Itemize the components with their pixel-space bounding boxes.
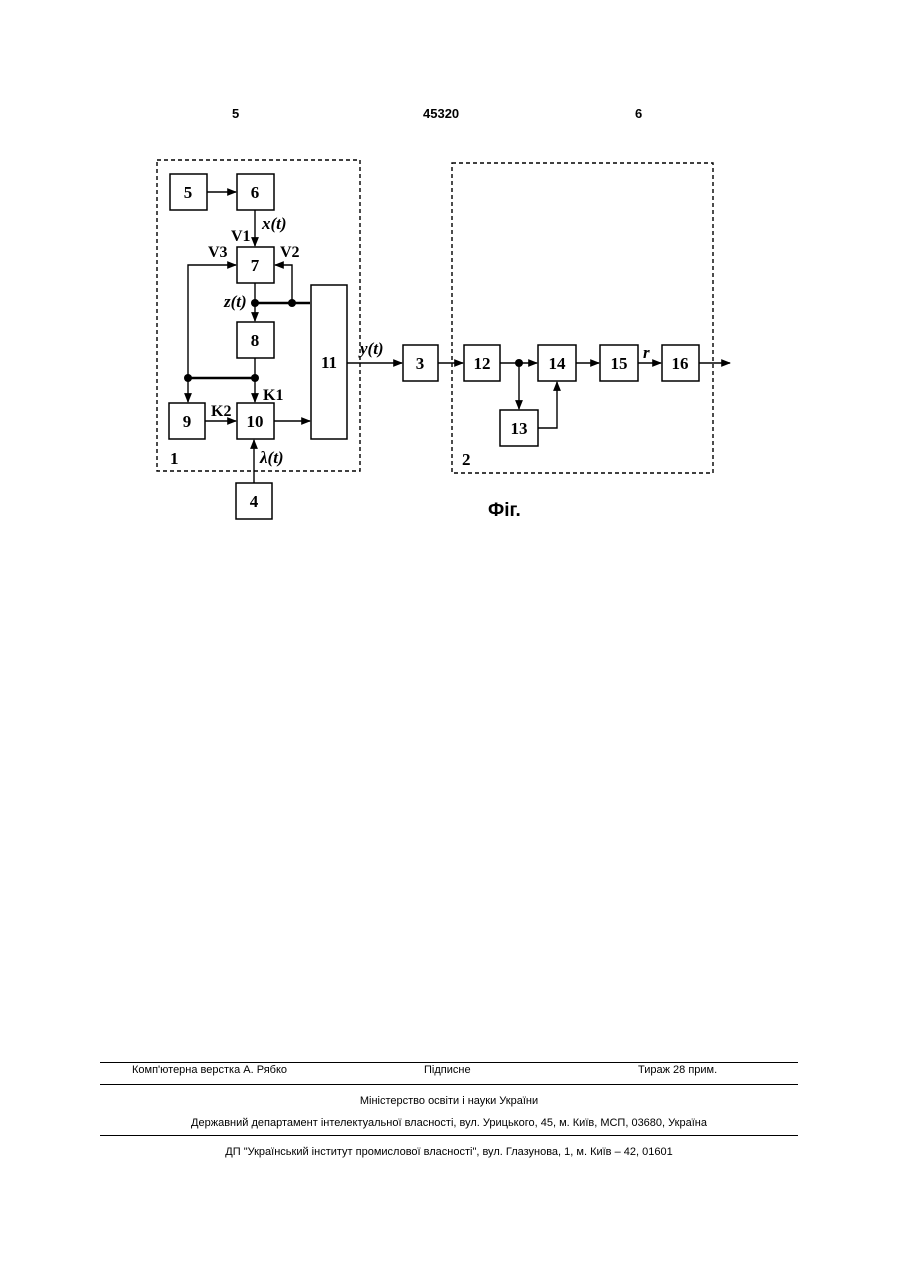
block-13-label: 13: [511, 419, 528, 438]
block-12-label: 12: [474, 354, 491, 373]
wire-v2-feedback: [275, 265, 292, 303]
footer-institute: ДП "Український інститут промислової вла…: [100, 1146, 798, 1158]
block-3-label: 3: [416, 354, 425, 373]
block-14-label: 14: [549, 354, 567, 373]
block-16: 16: [662, 345, 699, 381]
block-11-label: 11: [321, 353, 337, 372]
footer-rule-bottom: [100, 1135, 798, 1136]
block-9: 9: [169, 403, 205, 439]
signal-r-label: r: [643, 343, 650, 362]
footer-layout-credit: Комп'ютерна верстка А. Рябко: [132, 1064, 287, 1076]
footer-ministry: Міністерство освіти і науки України: [100, 1095, 798, 1107]
footer-department: Державний департамент інтелектуальної вл…: [100, 1117, 798, 1129]
block-6: 6: [237, 174, 274, 210]
block-15: 15: [600, 345, 638, 381]
port-v1-label: V1: [231, 228, 251, 245]
block-13: 13: [500, 410, 538, 446]
junction-v3: [184, 374, 192, 382]
footer-rule-top: [100, 1062, 798, 1063]
signal-lambda-label: λ(t): [259, 448, 284, 467]
signal-y-label: y(t): [358, 339, 384, 358]
port-k1-label: K1: [263, 387, 283, 404]
wire-v3-feedback: [188, 265, 236, 378]
signal-z-label: z(t): [223, 292, 247, 311]
block-10-label: 10: [247, 412, 264, 431]
block-8-label: 8: [251, 331, 260, 350]
block-7: 7: [237, 247, 274, 283]
junction-k1: [251, 374, 259, 382]
port-v2-label: V2: [280, 244, 300, 261]
footer-signed: Підписне: [424, 1064, 471, 1076]
group-2-frame: [452, 163, 713, 473]
block-4: 4: [236, 483, 272, 519]
footer-circulation: Тираж 28 прим.: [638, 1064, 717, 1076]
footer-rule-middle: [100, 1084, 798, 1085]
block-9-label: 9: [183, 412, 192, 431]
junction-v2: [288, 299, 296, 307]
port-v3-label: V3: [208, 244, 228, 261]
block-diagram: 5 6 7 8 9 10 11 4 3 12 13 14 15 16 1 2: [0, 0, 900, 560]
block-11: 11: [311, 285, 347, 439]
group-2-label: 2: [462, 450, 471, 469]
block-7-label: 7: [251, 256, 260, 275]
block-12: 12: [464, 345, 500, 381]
block-3: 3: [403, 345, 438, 381]
wire-13-to-14: [538, 382, 557, 428]
figure-caption: Фіг.: [488, 500, 521, 521]
block-14: 14: [538, 345, 576, 381]
signal-x-label: x(t): [261, 214, 287, 233]
block-4-label: 4: [250, 492, 259, 511]
block-10: 10: [237, 403, 274, 439]
block-8: 8: [237, 322, 274, 358]
junction-z: [251, 299, 259, 307]
block-16-label: 16: [672, 354, 689, 373]
group-1-label: 1: [170, 449, 179, 468]
block-6-label: 6: [251, 183, 260, 202]
block-15-label: 15: [611, 354, 628, 373]
port-k2-label: K2: [211, 403, 231, 420]
block-5-label: 5: [184, 183, 193, 202]
block-5: 5: [170, 174, 207, 210]
